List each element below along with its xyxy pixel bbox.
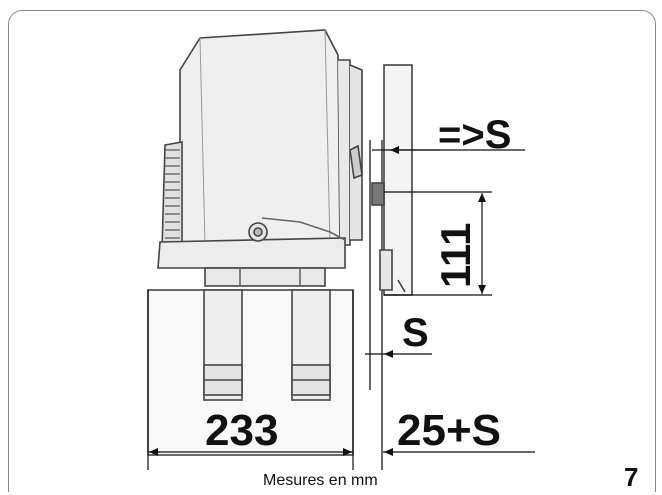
- dimension-width-25s-label: 25+S: [397, 406, 501, 455]
- dimension-width-233-label: 233: [205, 406, 278, 455]
- figure-caption: Mesures en mm: [263, 472, 378, 489]
- page-number: 7: [624, 462, 639, 492]
- motor-body: [157, 29, 363, 287]
- dimension-offset-top-label: =>S: [438, 113, 511, 157]
- gate-rack: [369, 64, 413, 470]
- mounting-plate: [147, 289, 354, 456]
- dimension-height-111-label: 111: [432, 223, 479, 288]
- dimension-gap-s-label: S: [402, 311, 429, 355]
- figure-frame: [8, 10, 656, 492]
- dimension-lines: [147, 146, 535, 470]
